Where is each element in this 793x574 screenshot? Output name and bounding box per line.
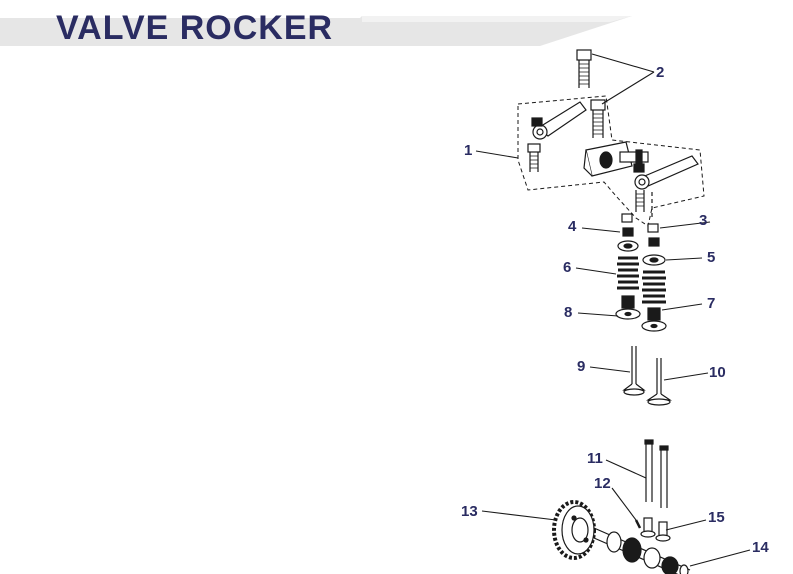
callout-7: 7 [707,295,716,312]
header-band-highlight [362,16,632,22]
callout-10: 10 [709,364,726,381]
part-3-4-caps [621,213,660,247]
callout-13: 13 [461,503,478,520]
part-13-cam-gear [552,500,596,560]
part-9-10-valves [622,346,672,406]
part-7-8-seals-and-seats [615,295,667,332]
part-6-springs [617,256,666,304]
part-11-push-rods [644,439,669,508]
callout-2: 2 [656,64,665,81]
callout-3: 3 [699,212,708,229]
callout-8: 8 [564,304,573,321]
part-15-tappets [640,517,671,542]
callout-11: 11 [587,450,603,467]
page-title: VALVE ROCKER [56,9,334,47]
callout-6: 6 [563,259,572,276]
callout-5: 5 [707,249,716,266]
header-band [0,16,632,46]
part-12-pin [634,519,642,529]
callout-14: 14 [752,539,769,556]
callout-4: 4 [568,218,577,235]
callout-1: 1 [464,142,473,159]
part-1-rocker-assembly [527,101,699,218]
part-2-bolts [576,49,606,138]
header-band-shape [0,16,632,46]
part-5-retainers [617,240,666,266]
callout-9: 9 [577,358,586,375]
callout-15: 15 [708,509,725,526]
callout-12: 12 [594,475,611,492]
part-14-camshaft [593,527,691,574]
leader-lines [475,53,751,567]
